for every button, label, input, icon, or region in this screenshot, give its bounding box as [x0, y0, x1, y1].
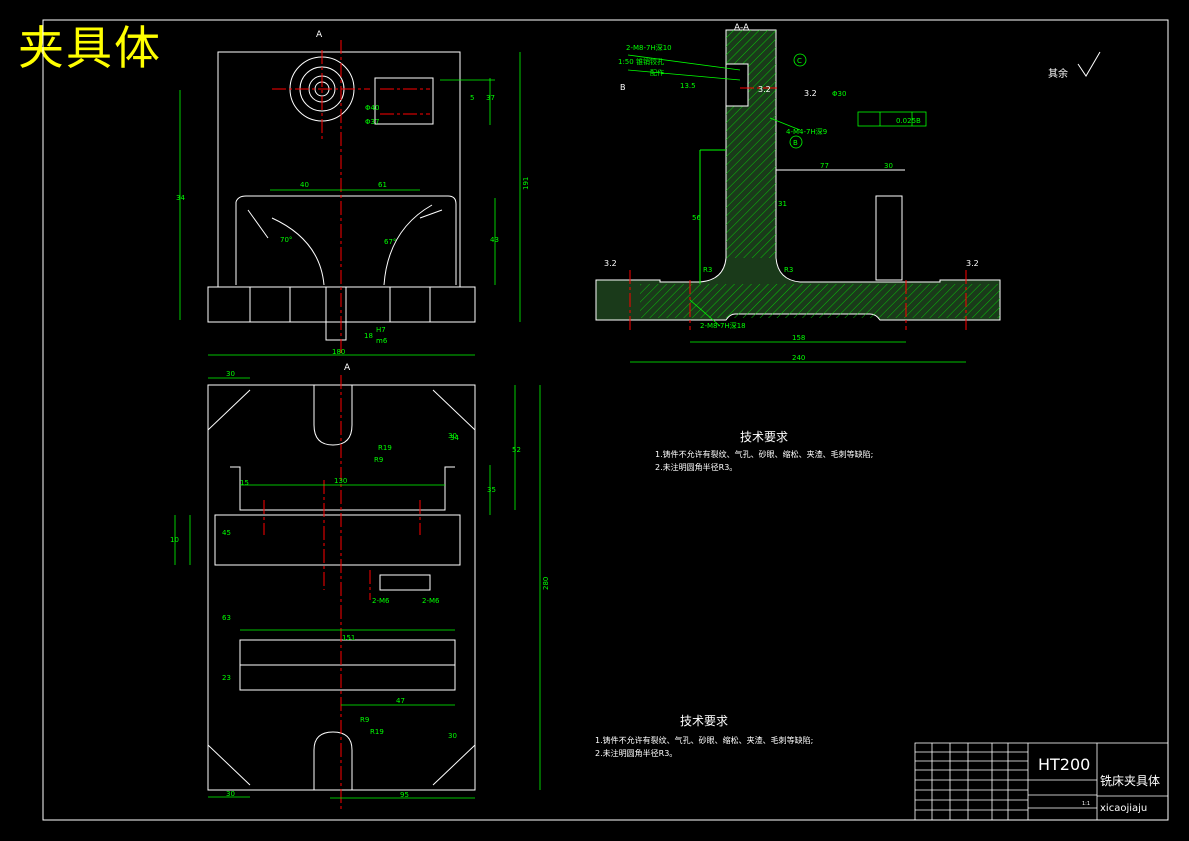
dim-280: 280	[542, 577, 550, 590]
dim-52: 52	[512, 446, 521, 454]
dim-10: 10	[170, 536, 179, 544]
dim-r3-left: R3	[703, 266, 712, 274]
tech-notes-lower-heading: 技术要求	[680, 714, 728, 728]
dim-phi40: Φ40	[365, 104, 379, 112]
title-block	[914, 742, 1169, 821]
drawing-border	[42, 19, 1169, 821]
dim-15: 15	[240, 479, 249, 487]
title-block-scale: 1:1	[1082, 801, 1090, 807]
dim-158: 158	[792, 334, 805, 342]
tech-notes-lower: 技术要求 1.铸件不允许有裂纹、气孔、砂眼、缩松、夹渣、毛刺等缺陷; 2.未注明…	[595, 714, 813, 758]
tech-notes-upper: 技术要求 1.铸件不允许有裂纹、气孔、砂眼、缩松、夹渣、毛刺等缺陷; 2.未注明…	[655, 430, 873, 472]
surface-finish-note: 其余	[1048, 67, 1068, 80]
dim-5: 5	[470, 94, 474, 102]
dim-2m6-a: 2-M6	[372, 597, 390, 605]
tech-notes-upper-line2: 2.未注明圆角半径R3。	[655, 462, 737, 472]
dim-phi37: Φ37	[365, 118, 379, 126]
tolerance-value: 0.025	[896, 117, 916, 125]
ra-upper: 3.2	[804, 89, 817, 98]
dim-47: 47	[396, 697, 405, 705]
circle-b-label: B	[793, 139, 798, 147]
tech-notes-upper-line1: 1.铸件不允许有裂纹、气孔、砂眼、缩松、夹渣、毛刺等缺陷;	[655, 449, 873, 459]
dim-phi30: Φ30	[832, 90, 846, 98]
dim-fit-18: 18	[364, 332, 373, 340]
dim-30-bl: 30	[226, 790, 235, 798]
ra-left: 3.2	[604, 259, 617, 268]
callout-taper-pin: 1:50 锥销铰孔	[618, 57, 664, 66]
top-view-dims	[174, 377, 541, 799]
section-arrow-a-top: A	[316, 30, 323, 40]
section-view-text: A-A 2-M8-7H深10 1:50 锥销铰孔 配作 4-M4-7H深9 2-…	[604, 23, 1101, 362]
section-label-aa: A-A	[734, 23, 750, 33]
top-view-text: 30 30 30 30 95 280 R19 R9 R19 R9 151 47 …	[170, 370, 550, 799]
callout-2m8-10: 2-M8-7H深10	[626, 43, 672, 52]
front-view-dim-text: 180 191 18 H7 m6 70° 67° Φ40 Φ37 40 61 3…	[176, 30, 530, 373]
view-b-label: B	[620, 83, 626, 92]
dim-77: 77	[820, 162, 829, 170]
ra-mid: 3.2	[758, 85, 771, 94]
circle-c-label: C	[797, 57, 802, 65]
section-view-dims	[627, 53, 966, 363]
callout-match: 配作	[650, 68, 664, 77]
dim-34: 34	[450, 434, 459, 442]
dim-30: 30	[884, 162, 893, 170]
tech-notes-lower-line1: 1.铸件不允许有裂纹、气孔、砂眼、缩松、夹渣、毛刺等缺陷;	[595, 735, 813, 745]
dim-40: 40	[300, 181, 309, 189]
dim-35: 35	[487, 486, 496, 494]
tech-notes-upper-heading: 技术要求	[740, 430, 788, 444]
title-block-part-name: 铣床夹具体	[1100, 774, 1160, 788]
callout-2m8-18: 2-M8-7H深18	[700, 321, 746, 330]
dim-191: 191	[522, 177, 530, 190]
section-view	[595, 29, 1001, 321]
dim-13-5: 13.5	[680, 82, 696, 90]
dim-r19-bottom: R19	[370, 728, 384, 736]
ra-right: 3.2	[966, 259, 979, 268]
surface-finish-symbol	[1077, 51, 1101, 77]
dim-151: 151	[342, 634, 355, 642]
dim-37: 37	[486, 94, 495, 102]
dim-34: 34	[176, 194, 185, 202]
dim-43: 43	[490, 236, 499, 244]
dim-45: 45	[222, 529, 231, 537]
dim-30-tl: 30	[226, 370, 235, 378]
top-view-centerlines	[263, 375, 421, 810]
callout-4m4: 4-M4-7H深9	[786, 127, 827, 136]
dim-fit-h7: H7	[376, 326, 386, 334]
dim-2m6-b: 2-M6	[422, 597, 440, 605]
front-view-dims	[179, 52, 521, 356]
dim-r19-top: R19	[378, 444, 392, 452]
tolerance-datum: B	[916, 117, 921, 125]
dim-angle-67: 67°	[384, 238, 396, 246]
dim-31: 31	[778, 200, 787, 208]
section-view-centerlines	[629, 87, 967, 330]
dim-fit-m6: m6	[376, 337, 388, 345]
dim-r9-bottom: R9	[360, 716, 369, 724]
drawing-title: 夹具体	[18, 21, 162, 75]
dim-63: 63	[222, 614, 231, 622]
dim-240: 240	[792, 354, 805, 362]
dim-180: 180	[332, 348, 345, 356]
title-block-material: HT200	[1038, 755, 1090, 774]
dim-130: 130	[334, 477, 347, 485]
title-block-text: HT200 铣床夹具体 xicaojiaju 1:1	[1038, 755, 1160, 814]
dim-95: 95	[400, 791, 409, 799]
dim-30-br: 30	[448, 732, 457, 740]
dim-r3-right: R3	[784, 266, 793, 274]
dim-angle-70: 70°	[280, 236, 292, 244]
title-block-drawing-no: xicaojiaju	[1100, 803, 1147, 814]
dim-23: 23	[222, 674, 231, 682]
front-view-centerlines	[272, 40, 430, 355]
dim-30-tr: 30	[448, 432, 457, 440]
dim-56: 56	[692, 214, 701, 222]
tech-notes-lower-line2: 2.未注明圆角半径R3。	[595, 748, 677, 758]
dim-r9-top: R9	[374, 456, 383, 464]
dim-61: 61	[378, 181, 387, 189]
section-arrow-a-mid: A	[344, 363, 351, 373]
